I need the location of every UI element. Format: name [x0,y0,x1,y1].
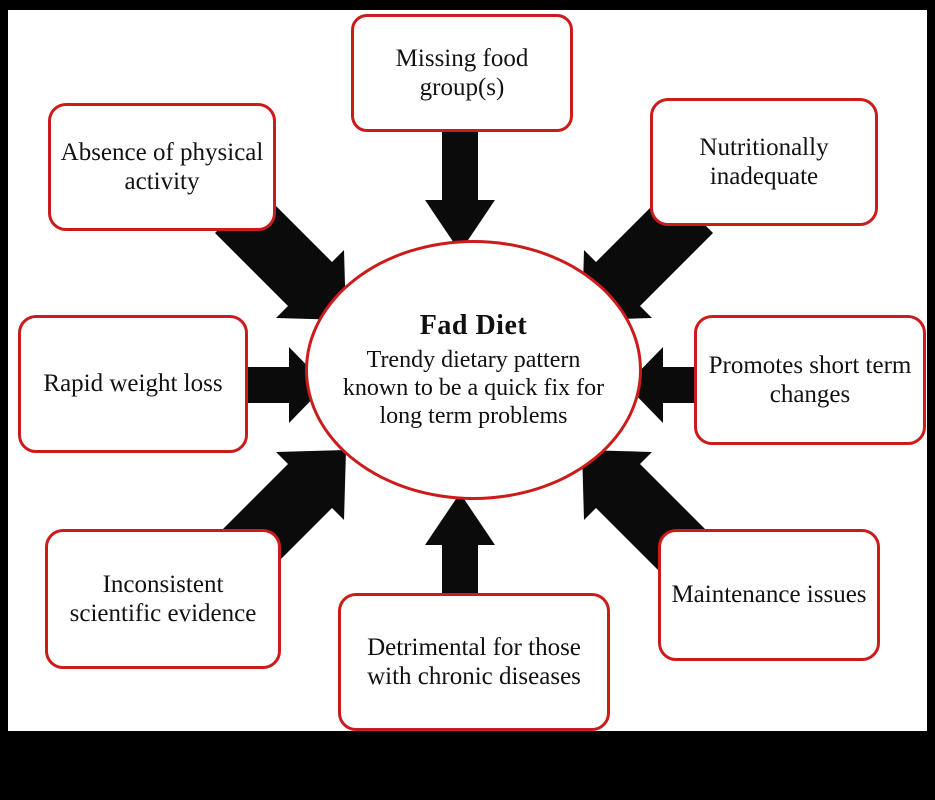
node-label-detrimental-chronic: Detrimental for those with chronic disea… [367,633,581,691]
node-detrimental-chronic[interactable]: Detrimental for those with chronic disea… [338,593,610,731]
node-absence-physical-activity[interactable]: Absence of physical activity [48,103,276,231]
arrow-up-detrimental-chronic [425,490,495,615]
center-description: Trendy dietary pattern known to be a qui… [342,346,605,430]
figure-page: Fad Diet Trendy dietary pattern known to… [8,10,927,731]
node-label-nutritionally-inadequate: Nutritionally inadequate [699,133,829,191]
center-node-fad-diet[interactable]: Fad Diet Trendy dietary pattern known to… [305,240,642,500]
node-label-missing-food-groups: Missing food group(s) [395,44,529,102]
node-label-rapid-weight-loss: Rapid weight loss [43,370,223,398]
node-promotes-short-term[interactable]: Promotes short term changes [694,315,926,445]
node-label-absence-physical-activity: Absence of physical activity [60,138,264,196]
center-title: Fad Diet [419,309,528,341]
node-missing-food-groups[interactable]: Missing food group(s) [351,14,573,132]
node-rapid-weight-loss[interactable]: Rapid weight loss [18,315,248,453]
node-maintenance-issues[interactable]: Maintenance issues [658,529,880,661]
arrow-left-promotes-short-term [626,347,711,423]
node-label-maintenance-issues: Maintenance issues [671,581,867,609]
node-label-inconsistent-evidence: Inconsistent scientific evidence [69,570,257,628]
arrow-down-missing-food-groups [425,130,495,255]
arrow-right-rapid-weight-loss [241,347,326,423]
node-inconsistent-evidence[interactable]: Inconsistent scientific evidence [45,529,281,669]
node-label-promotes-short-term: Promotes short term changes [708,351,912,409]
node-nutritionally-inadequate[interactable]: Nutritionally inadequate [650,98,878,226]
